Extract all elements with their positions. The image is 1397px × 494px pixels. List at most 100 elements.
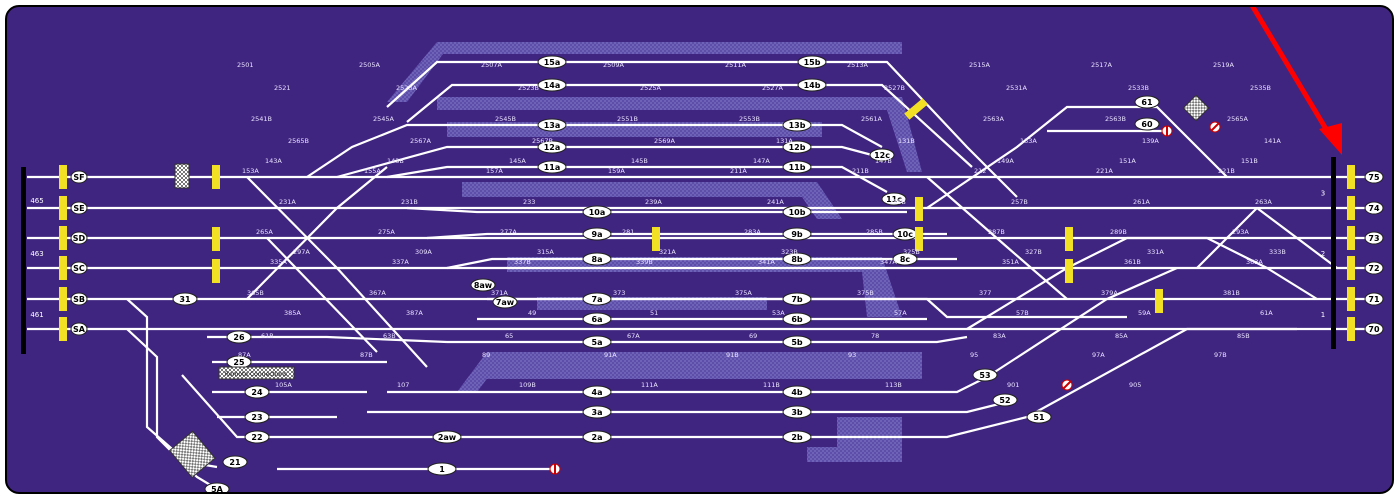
track-label-11a[interactable]: 11a: [537, 160, 567, 174]
track-label-8b[interactable]: 8b: [782, 252, 812, 266]
west-signal-SD[interactable]: [59, 226, 67, 250]
track-label-11c[interactable]: 11c: [881, 192, 907, 206]
track-label-13b[interactable]: 13b: [782, 118, 812, 132]
east-signal-74[interactable]: [1347, 196, 1355, 220]
track-label-10b[interactable]: 10b: [782, 205, 812, 219]
switch-label: 2525A: [640, 84, 662, 92]
track-label-14b[interactable]: 14b: [797, 78, 827, 92]
switch-label: 2531A: [1006, 84, 1028, 92]
track-label-24[interactable]: 24: [244, 385, 270, 399]
switch-label: 325B: [903, 248, 920, 256]
east-signal-70[interactable]: [1347, 317, 1355, 341]
track-label-15b[interactable]: 15b: [797, 55, 827, 69]
svg-text:14b: 14b: [804, 81, 821, 90]
track-label-31[interactable]: 31: [172, 292, 198, 306]
track-label-60[interactable]: 60: [1134, 117, 1160, 131]
track-label-12a[interactable]: 12a: [537, 140, 567, 154]
track-label-22[interactable]: 22: [244, 430, 270, 444]
track-label-71[interactable]: 71: [1364, 292, 1384, 306]
track-label-6a[interactable]: 6a: [582, 312, 612, 326]
track-label-13a[interactable]: 13a: [537, 118, 567, 132]
track-label-15a[interactable]: 15a: [537, 55, 567, 69]
track-label-11b[interactable]: 11b: [782, 160, 812, 174]
switch-label: 145B: [631, 157, 648, 165]
track-label-5A[interactable]: 5A: [204, 482, 230, 492]
track-label-7aw[interactable]: 7aw: [492, 295, 518, 309]
track-label-53[interactable]: 53: [972, 368, 998, 382]
west-signal-SE[interactable]: [59, 196, 67, 220]
track-label-12b[interactable]: 12b: [782, 140, 812, 154]
east-signal-72[interactable]: [1347, 256, 1355, 280]
track-label-72[interactable]: 72: [1364, 261, 1384, 275]
west-signal-SC[interactable]: [59, 256, 67, 280]
east-signal-71[interactable]: [1347, 287, 1355, 311]
track-label-14a[interactable]: 14a: [537, 78, 567, 92]
track-label-5a[interactable]: 5a: [582, 335, 612, 349]
svg-text:8b: 8b: [791, 255, 803, 264]
track-label-73[interactable]: 73: [1364, 231, 1384, 245]
east-signal-75[interactable]: [1347, 165, 1355, 189]
east-signal-73[interactable]: [1347, 226, 1355, 250]
svg-text:SC: SC: [73, 264, 85, 273]
switch-label: 2541B: [251, 115, 272, 123]
svg-text:75: 75: [1368, 173, 1380, 182]
track-label-4a[interactable]: 4a: [582, 385, 612, 399]
track-label-2a[interactable]: 2a: [582, 430, 612, 444]
track-label-SA[interactable]: SA: [70, 322, 88, 336]
svg-text:70: 70: [1368, 325, 1380, 334]
switch-label: 141A: [1264, 137, 1281, 145]
switch-label: 133A: [1020, 137, 1037, 145]
track-label-SF[interactable]: SF: [70, 170, 88, 184]
svg-text:10a: 10a: [589, 208, 606, 217]
switch-label: 151B: [1241, 157, 1258, 165]
track-label-9b[interactable]: 9b: [782, 227, 812, 241]
switch-label: 2567B: [532, 137, 553, 145]
track-label-10c[interactable]: 10c: [892, 227, 918, 241]
west-signal-SB[interactable]: [59, 287, 67, 311]
track-label-7b[interactable]: 7b: [782, 292, 812, 306]
track-label-8c[interactable]: 8c: [892, 252, 918, 266]
west-signal-SF[interactable]: [59, 165, 67, 189]
svg-text:13b: 13b: [789, 121, 806, 130]
switch-label: 65: [505, 332, 513, 340]
track-label-SD[interactable]: SD: [70, 231, 88, 245]
switch-label: 231B: [401, 198, 418, 206]
track-label-6b[interactable]: 6b: [782, 312, 812, 326]
track-label-8a[interactable]: 8a: [582, 252, 612, 266]
track-label-SC[interactable]: SC: [70, 261, 88, 275]
track-label-3b[interactable]: 3b: [782, 405, 812, 419]
track-label-21[interactable]: 21: [222, 455, 248, 469]
svg-text:11b: 11b: [789, 163, 806, 172]
track-label-26[interactable]: 26: [226, 330, 252, 344]
track-label-61[interactable]: 61: [1134, 95, 1160, 109]
switch-label: 221B: [1218, 167, 1235, 175]
track-label-1[interactable]: 1: [427, 462, 457, 476]
track-label-8aw[interactable]: 8aw: [470, 278, 496, 292]
switch-label: 2523A: [396, 84, 418, 92]
track-label-23[interactable]: 23: [244, 410, 270, 424]
track-label-3a[interactable]: 3a: [582, 405, 612, 419]
track-label-2aw[interactable]: 2aw: [432, 430, 462, 444]
track-label-5b[interactable]: 5b: [782, 335, 812, 349]
track-label-9a[interactable]: 9a: [582, 227, 612, 241]
track-label-7a[interactable]: 7a: [582, 292, 612, 306]
switch-label: 361B: [1124, 258, 1141, 266]
west-number: 463: [30, 250, 43, 258]
track-label-2b[interactable]: 2b: [782, 430, 812, 444]
track-label-4b[interactable]: 4b: [782, 385, 812, 399]
track-label-51[interactable]: 51: [1026, 410, 1052, 424]
track-label-10a[interactable]: 10a: [582, 205, 612, 219]
switch-label: 385A: [284, 309, 301, 317]
track-label-75[interactable]: 75: [1364, 170, 1384, 184]
west-signal-SA[interactable]: [59, 317, 67, 341]
track-label-12c[interactable]: 12c: [869, 148, 895, 162]
switch-label: 57A: [894, 309, 907, 317]
track-label-SE[interactable]: SE: [70, 201, 88, 215]
switch-label: 89: [482, 351, 490, 359]
switch-label: 335A: [270, 258, 287, 266]
track-label-SB[interactable]: SB: [70, 292, 88, 306]
track-label-52[interactable]: 52: [992, 393, 1018, 407]
track-label-70[interactable]: 70: [1364, 322, 1384, 336]
track-label-74[interactable]: 74: [1364, 201, 1384, 215]
